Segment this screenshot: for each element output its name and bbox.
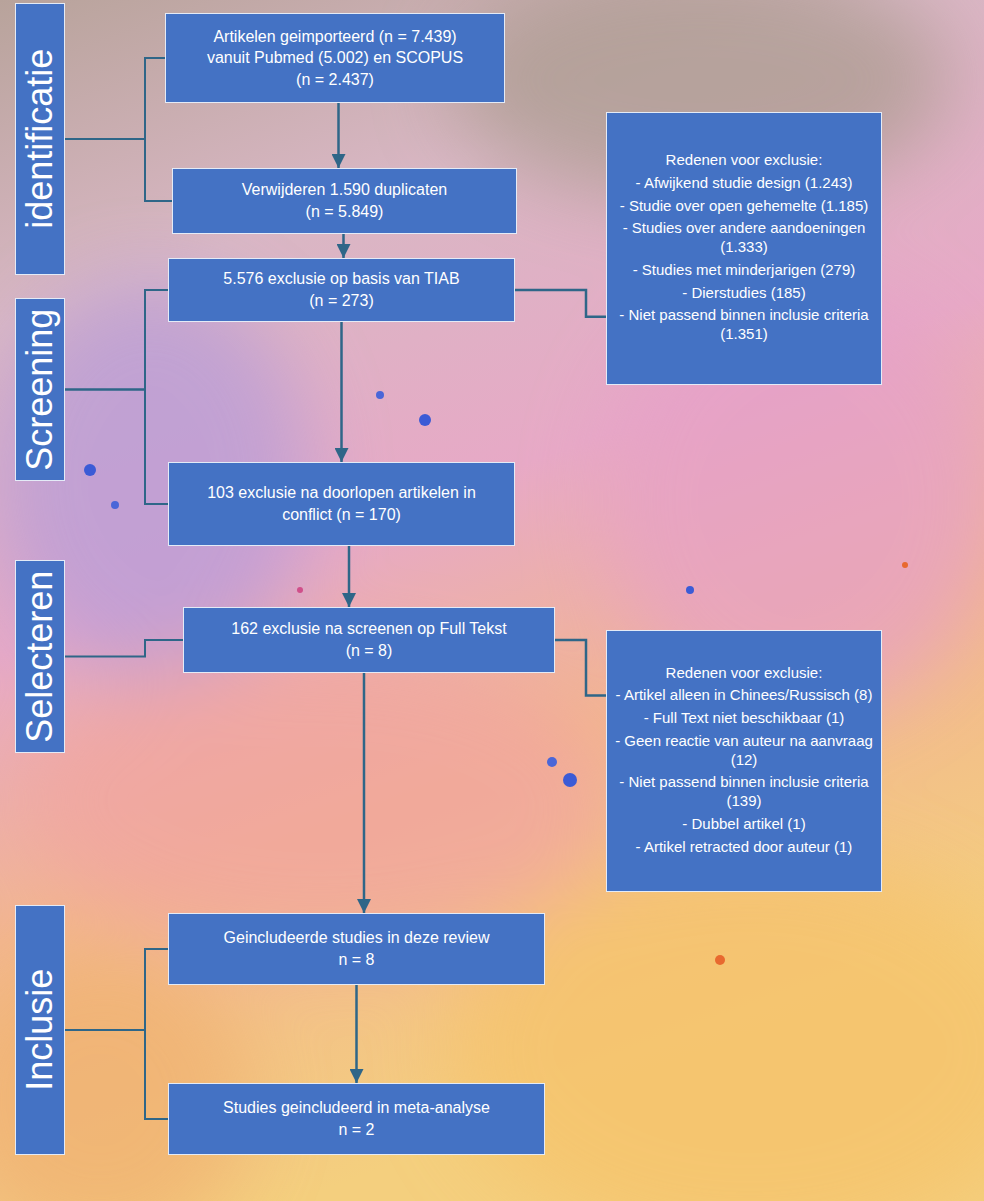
process-box: Artikelen geimporteerd (n = 7.439) vanui… — [165, 13, 505, 103]
reason-item: - Dierstudies (185) — [615, 284, 873, 303]
flow-connector — [363, 673, 366, 913]
stage-label: Screening — [15, 298, 65, 481]
reason-item: - Studie over open gehemelte (1.185) — [615, 197, 873, 216]
box-text: n = 2 — [183, 1119, 530, 1141]
box-text: Verwijderen 1.590 duplicaten — [187, 179, 502, 201]
reason-item: - Niet passend binnen inclusie criteria … — [615, 773, 873, 811]
process-box: 103 exclusie na doorlopen artikelen in c… — [168, 462, 515, 546]
powder-dot — [84, 464, 96, 476]
stage-label-text: Screening — [20, 308, 60, 470]
reason-item: - Dubbel artikel (1) — [615, 815, 873, 834]
flow-connector — [348, 546, 351, 607]
reasons-heading: Redenen voor exclusie: — [615, 664, 873, 683]
reason-item: - Full Text niet beschikbaar (1) — [615, 709, 873, 728]
reason-item: - Artikel retracted door auteur (1) — [615, 838, 873, 857]
powder-dot — [563, 773, 577, 787]
stage-bracket — [65, 1030, 168, 1119]
process-box: 162 exclusie na screenen op Full Tekst(n… — [183, 607, 555, 673]
stage-bracket — [65, 390, 168, 505]
reason-item: - Studies met minderjarigen (279) — [615, 261, 873, 280]
stage-bracket — [65, 139, 172, 201]
flow-connector — [337, 103, 340, 168]
box-text: Artikelen geimporteerd (n = 7.439) vanui… — [204, 26, 466, 91]
box-text: (n = 273) — [183, 290, 500, 312]
powder-dots — [84, 206, 908, 965]
box-text: Geincludeerde studies in deze review — [183, 927, 530, 949]
powder-cloud — [0, 950, 250, 1201]
powder-dot — [686, 586, 694, 594]
box-text: (n = 5.849) — [187, 201, 502, 223]
powder-dot — [297, 587, 303, 593]
powder-dot — [419, 414, 431, 426]
reason-item: - Studies over andere aandoeningen (1.33… — [615, 219, 873, 257]
reason-item: - Afwijkend studie design (1.243) — [615, 174, 873, 193]
reason-item: - Artikel alleen in Chinees/Russisch (8) — [615, 686, 873, 705]
reasons-heading: Redenen voor exclusie: — [615, 151, 873, 170]
process-box: 5.576 exclusie op basis van TIAB(n = 273… — [168, 258, 515, 322]
stage-bracket — [65, 58, 165, 139]
powder-dot — [902, 562, 908, 568]
process-box: Geincludeerde studies in deze reviewn = … — [168, 913, 545, 985]
flow-connector — [555, 640, 606, 696]
powder-dot — [376, 391, 384, 399]
process-box: Verwijderen 1.590 duplicaten(n = 5.849) — [172, 168, 517, 234]
powder-dot — [715, 955, 725, 965]
stage-label: identificatie — [15, 3, 65, 275]
stage-label: Selecteren — [15, 560, 65, 753]
reason-item: - Geen reactie van auteur na aanvraag (1… — [615, 732, 873, 770]
exclusion-reasons-box: Redenen voor exclusie: - Afwijkend studie… — [606, 112, 882, 385]
reason-item: - Niet passend binnen inclusie criteria … — [615, 306, 873, 344]
stage-label: Inclusie — [15, 905, 65, 1155]
powder-cloud — [20, 650, 620, 950]
stage-bracket — [65, 949, 168, 1030]
powder-dot — [547, 757, 557, 767]
exclusion-reasons-box: Redenen voor exclusie: - Artikel alleen i… — [606, 630, 882, 892]
flow-connector — [355, 985, 358, 1083]
flow-connector — [342, 234, 345, 258]
stage-bracket — [65, 640, 183, 657]
box-text: (n = 8) — [198, 640, 540, 662]
box-text: n = 8 — [183, 949, 530, 971]
box-text: 162 exclusie na screenen op Full Tekst — [198, 618, 540, 640]
box-text: 5.576 exclusie op basis van TIAB — [183, 268, 500, 290]
flow-connector — [340, 322, 343, 462]
stage-label-text: Inclusie — [20, 969, 60, 1091]
process-box: Studies geincludeerd in meta-analysen = … — [168, 1083, 545, 1155]
stage-bracket — [65, 290, 168, 390]
stage-label-text: identificatie — [20, 49, 60, 229]
flow-connector — [515, 290, 606, 317]
powder-dot — [111, 501, 119, 509]
stage-label-text: Selecteren — [20, 570, 60, 742]
box-text: 103 exclusie na doorlopen artikelen in c… — [183, 482, 500, 525]
box-text: Studies geincludeerd in meta-analyse — [183, 1097, 530, 1119]
